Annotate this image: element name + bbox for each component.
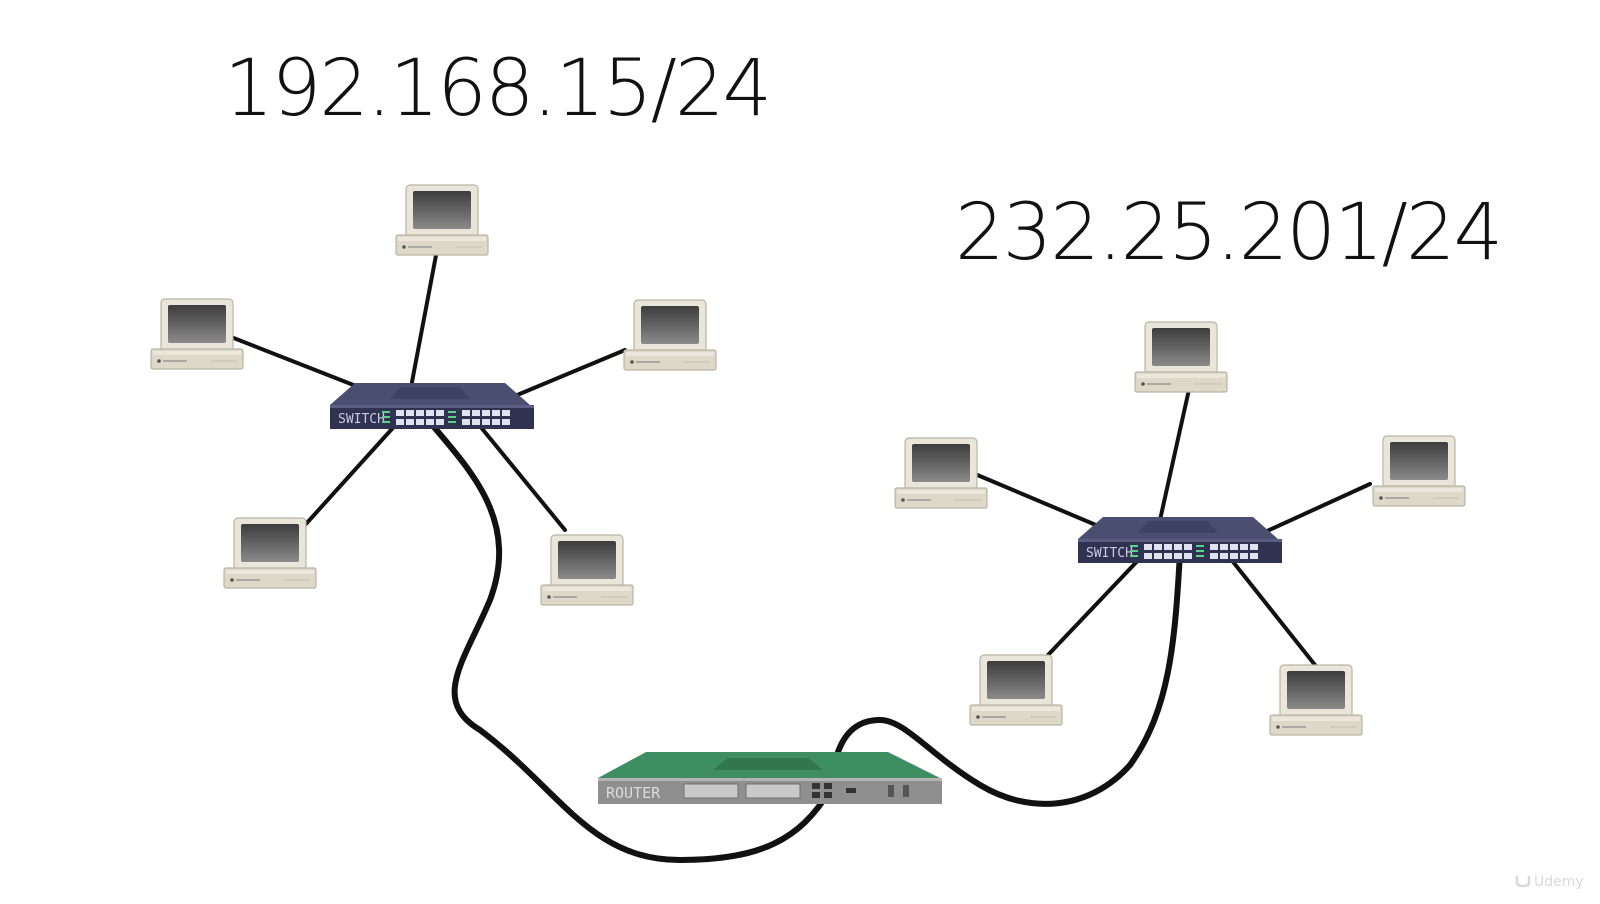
left-pc-top — [395, 184, 489, 256]
left-switch: SWITCH — [330, 383, 534, 429]
left-switch-label: SWITCH — [338, 412, 385, 427]
right-pc-lower-right — [1269, 664, 1363, 736]
right-subnet-label: 232.25.201/24 — [955, 188, 1503, 278]
router-label: ROUTER — [606, 784, 661, 802]
left-pc-upper-left — [150, 298, 244, 370]
left-pc-lower-right — [540, 534, 634, 606]
left-network-cables — [224, 248, 627, 532]
right-pc-lower-left — [969, 654, 1063, 726]
right-switch: SWITCH — [1078, 517, 1282, 563]
right-pc-upper-left — [894, 437, 988, 509]
udemy-logo-icon — [1515, 876, 1531, 888]
router: ROUTER — [598, 752, 942, 804]
right-pc-upper-right — [1372, 435, 1466, 507]
left-pc-upper-right — [623, 299, 717, 371]
uplink-cables — [425, 417, 1183, 863]
left-subnet-label: 192.168.15/24 — [224, 44, 772, 134]
right-pc-top — [1134, 321, 1228, 393]
right-switch-label: SWITCH — [1086, 546, 1133, 561]
left-pc-lower-left — [223, 517, 317, 589]
watermark: Udemy — [1534, 874, 1584, 890]
right-network-cables — [973, 383, 1372, 667]
